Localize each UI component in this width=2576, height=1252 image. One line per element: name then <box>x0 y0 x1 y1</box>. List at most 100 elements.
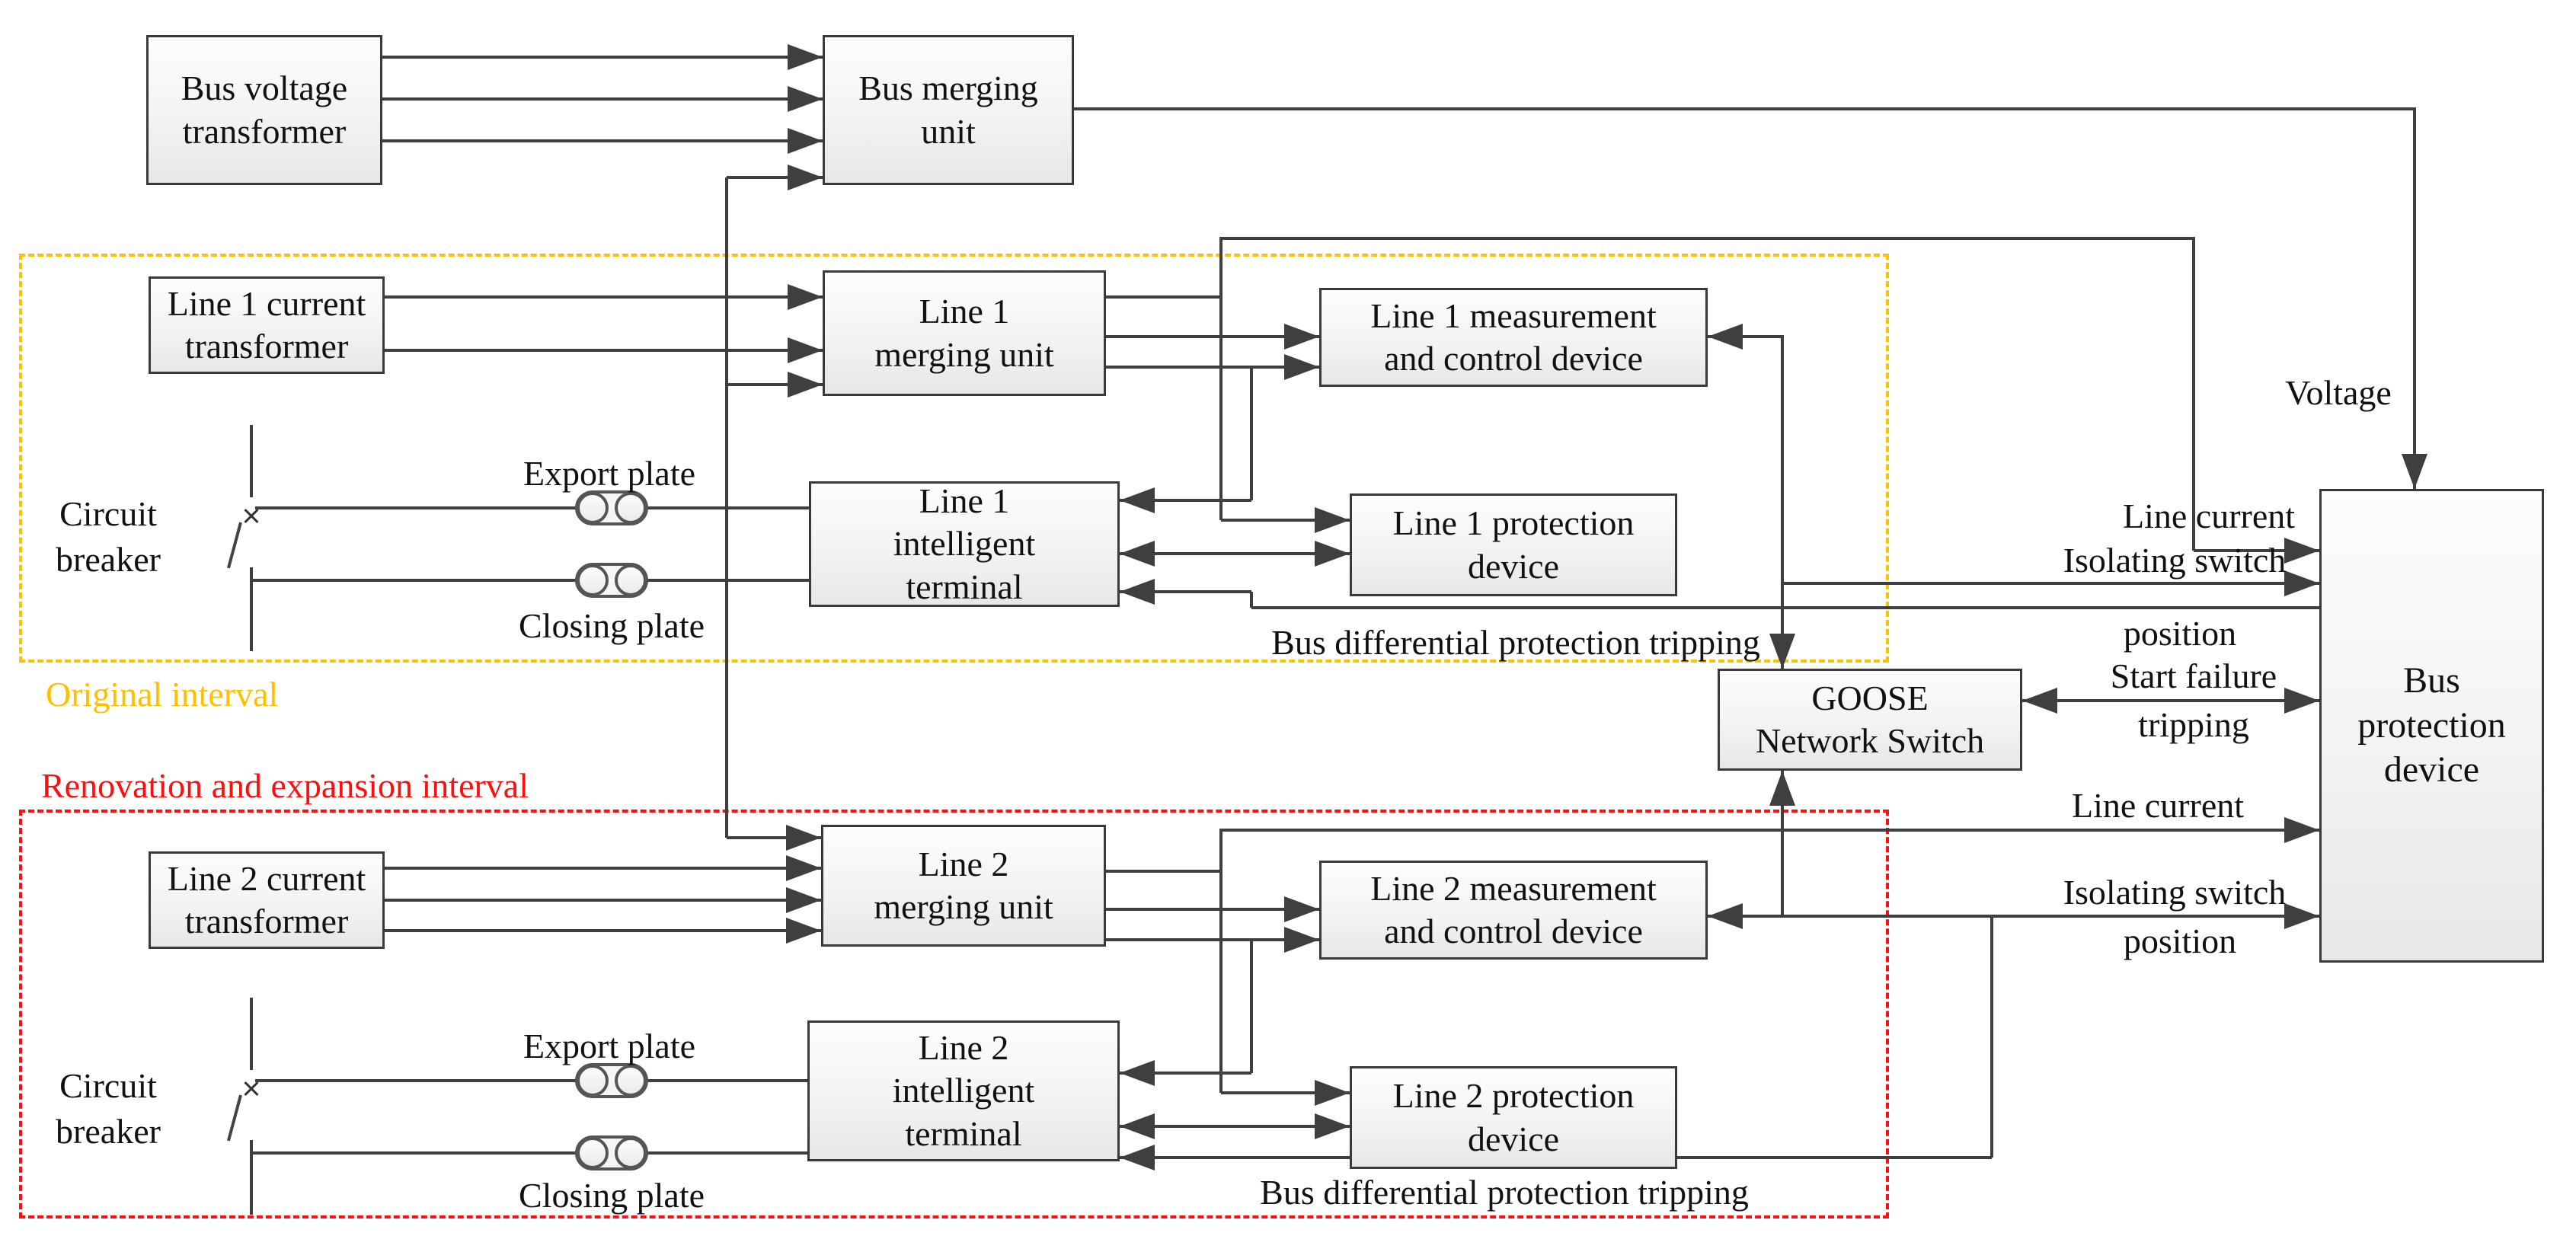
arrow-left-icon <box>1708 324 1743 350</box>
arrow-left-icon <box>1120 579 1155 605</box>
arrow-right-icon <box>2284 688 2319 714</box>
wire-feeder-v <box>725 177 728 838</box>
box-label: Line 2 merging unit <box>874 844 1053 926</box>
arrow-right-icon <box>1284 896 1319 922</box>
wire-sv-to-l2pd <box>1221 1091 1350 1094</box>
arrow-down-icon <box>1769 634 1795 669</box>
wire-export1 <box>255 506 809 509</box>
wire-l1ct-lmu1-1 <box>385 295 823 299</box>
arrow-right-icon <box>1315 507 1350 533</box>
box-label: Bus merging unit <box>858 69 1038 151</box>
label-isolating-switch-1a: Isolating switch <box>2063 541 2287 580</box>
box-label: Line 1 protection device <box>1392 503 1635 586</box>
arrow-left-icon <box>1120 1145 1155 1171</box>
wire-bvt-bmu-3 <box>382 139 823 142</box>
box-label: Line 2 measurement and control device <box>1370 868 1657 950</box>
label-export-plate-2: Export plate <box>523 1027 696 1066</box>
wire-voltage-h <box>1074 107 2415 110</box>
label-voltage: Voltage <box>2285 373 2392 413</box>
wire-lmu1-l1mc-2 <box>1106 366 1319 369</box>
arrow-right-icon <box>788 372 823 398</box>
wire-closing2 <box>251 1151 807 1155</box>
box-label: Bus voltage transformer <box>181 69 348 151</box>
wire-term2-branch-v <box>1250 940 1253 1073</box>
label-circuit-breaker-1: Circuit breaker <box>56 494 161 579</box>
arrow-right-icon <box>788 44 823 70</box>
wire-bvt-bmu-1 <box>382 56 823 59</box>
wire-start-failure <box>2022 699 2319 702</box>
arrow-right-icon <box>1284 324 1319 350</box>
box-label: Line 1 current transformer <box>167 283 366 366</box>
arrow-right-icon <box>1315 1113 1350 1139</box>
wire-goose-bottom-v <box>1781 771 1784 916</box>
label-isolating-switch-1b: position <box>2123 614 2237 653</box>
arrow-right-icon <box>2284 817 2319 843</box>
wire-lmu1-sv-v <box>1219 237 1222 520</box>
arrow-right-icon <box>2284 570 2319 596</box>
wire-bus-diff-trip1-h <box>1251 606 2319 609</box>
arrow-down-icon <box>2402 454 2427 489</box>
label-line-current-1: Line current <box>2122 497 2296 536</box>
wire-l2ct-lmu2-3 <box>385 929 821 932</box>
box-label: Line 1 merging unit <box>874 292 1054 374</box>
box-line1-merging-unit: Line 1 merging unit <box>823 270 1106 396</box>
arrow-left-icon <box>1120 1060 1155 1086</box>
arrow-left-icon <box>1120 487 1155 513</box>
wire-lmu2-l2mc-2 <box>1106 938 1319 941</box>
arrow-right-icon <box>786 918 821 944</box>
arrow-up-icon <box>1769 771 1795 806</box>
label-bus-diff-trip-2: Bus differential protection tripping <box>1260 1173 1749 1212</box>
label-start-failure-b: tripping <box>2138 705 2249 745</box>
wire-l2ct-lmu2-1 <box>385 867 821 870</box>
arrow-left-icon <box>1120 1113 1155 1139</box>
arrow-left-icon <box>1120 541 1155 567</box>
wire-l1mc-goose-h <box>1708 335 1782 338</box>
wire-feeder-to-lmu2 <box>727 836 821 839</box>
wire-lmu2-out1 <box>1106 870 1221 873</box>
wire-lmu2-sv-v <box>1219 829 1222 1093</box>
wire-term1-branch-v <box>1250 367 1253 500</box>
wire-isolating2-h <box>1708 915 2319 918</box>
wire-lmu2-l2mc-1 <box>1106 908 1319 911</box>
label-line-current-2: Line current <box>2071 786 2245 826</box>
arrow-right-icon <box>2284 538 2319 564</box>
box-line2-current-transformer: Line 2 current transformer <box>149 851 385 949</box>
box-label: GOOSE Network Switch <box>1755 678 1985 760</box>
wire-lmu1-out1 <box>1106 295 1221 299</box>
box-line1-measurement-control: Line 1 measurement and control device <box>1319 288 1708 387</box>
original-interval-outline <box>19 254 1889 663</box>
label-closing-plate-1: Closing plate <box>518 606 705 646</box>
arrow-right-icon <box>788 337 823 363</box>
arrow-right-icon <box>788 86 823 112</box>
label-start-failure-a: Start failure <box>2110 656 2277 696</box>
renovation-interval-outline <box>19 810 1889 1218</box>
wire-bvt-bmu-2 <box>382 97 823 101</box>
wire-feeder-to-lmu1 <box>727 383 823 386</box>
box-bus-voltage-transformer: Bus voltage transformer <box>146 35 382 185</box>
arrow-right-icon <box>1284 927 1319 953</box>
label-isolating-switch-2a: Isolating switch <box>2063 873 2287 912</box>
wire-line1-current-v <box>2192 237 2195 551</box>
wire-l1ct-lmu1-2 <box>385 349 823 352</box>
label-original-interval: Original interval <box>46 675 279 714</box>
wire-sv-to-l1pd <box>1221 519 1350 522</box>
arrow-right-icon <box>786 825 821 851</box>
box-line2-measurement-control: Line 2 measurement and control device <box>1319 861 1708 960</box>
arrow-right-icon <box>1284 354 1319 380</box>
box-label: Line 2 protection device <box>1392 1076 1635 1158</box>
box-goose-network-switch: GOOSE Network Switch <box>1718 669 2022 771</box>
box-bus-merging-unit: Bus merging unit <box>823 35 1074 185</box>
arrow-right-icon <box>788 128 823 154</box>
wire-line1-current-h <box>1221 237 2194 240</box>
label-export-plate-1: Export plate <box>523 454 696 493</box>
wire-bus-diff-trip2-v <box>1990 916 1993 1158</box>
box-label: Line 2 intelligent terminal <box>892 1028 1035 1153</box>
arrow-right-icon <box>1315 541 1350 567</box>
label-circuit-breaker-2: Circuit breaker <box>56 1066 161 1151</box>
wire-into-term2-1 <box>1120 1072 1251 1075</box>
wire-isolating1-h <box>1782 582 2319 585</box>
box-line1-current-transformer: Line 1 current transformer <box>149 276 385 374</box>
wire-term2-l2pd <box>1120 1125 1350 1128</box>
box-bus-protection-device: Bus protection device <box>2319 489 2544 963</box>
